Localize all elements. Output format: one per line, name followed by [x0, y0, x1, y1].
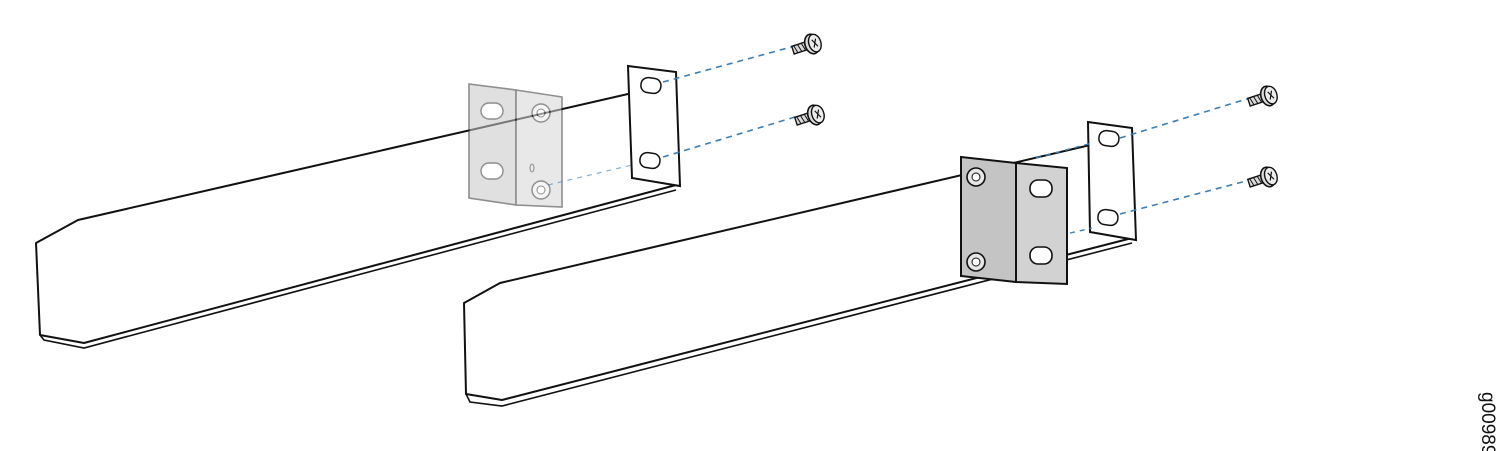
right-rear-slot-top [1098, 129, 1120, 148]
right-rail-rear-flange [1086, 120, 1138, 242]
left-guide-line-bottom [662, 116, 796, 158]
right-screw-bottom [1246, 166, 1278, 188]
screws-group [790, 33, 1278, 188]
left-front-bracket [468, 83, 563, 208]
right-screw-top [1246, 85, 1278, 107]
left-screw-bottom [793, 104, 825, 126]
left-rear-slot-top [640, 76, 662, 95]
left-rear-slot-bottom [639, 151, 661, 170]
right-rail-assembly [463, 97, 1251, 407]
right-rail-edge [465, 242, 1133, 407]
right-front-bracket [960, 155, 1068, 286]
left-guide-line-inner [547, 164, 633, 186]
figure-id-label: g009898 [1477, 392, 1498, 451]
left-rail-assembly [35, 45, 796, 349]
left-rail-edge [39, 189, 677, 349]
right-guide-line-top [1119, 97, 1251, 139]
right-guide-line-inner-bottom [1069, 227, 1093, 234]
left-guide-line-top [662, 45, 796, 83]
left-screw-top [790, 33, 822, 55]
right-rear-slot-bottom [1097, 208, 1119, 227]
right-guide-line-bottom [1119, 179, 1251, 215]
